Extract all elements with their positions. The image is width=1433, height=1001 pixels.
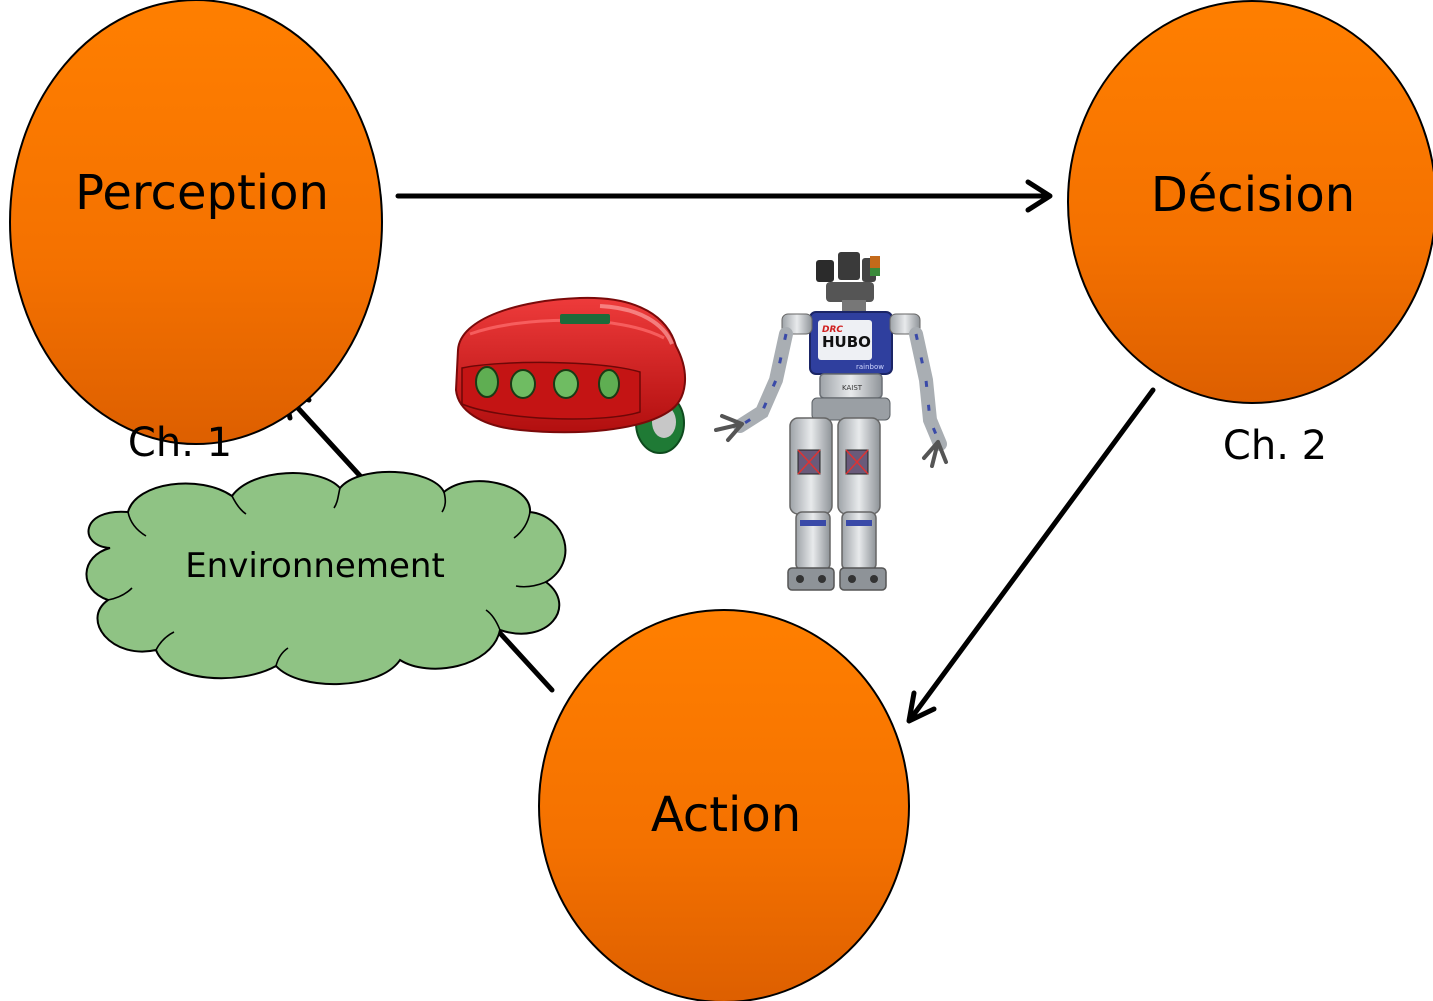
arrow-perception-to-decision xyxy=(395,179,1053,213)
chapter-label-2: Ch. 2 xyxy=(1223,423,1327,469)
node-perception: Perception xyxy=(9,0,383,445)
node-decision: Décision xyxy=(1067,0,1433,404)
red-robot-image xyxy=(454,296,687,454)
chapter-label-1: Ch. 1 xyxy=(128,420,232,466)
node-decision-label: Décision xyxy=(1151,167,1355,223)
robot-waist-label: KAIST xyxy=(842,384,863,392)
node-perception-label: Perception xyxy=(75,165,329,221)
humanoid-robot-image: DRC HUBO rainbow KAIST xyxy=(714,252,948,591)
node-action: Action xyxy=(538,609,910,1001)
arrow-decision-to-action xyxy=(906,387,1156,724)
robot-badge-sub: rainbow xyxy=(856,363,884,371)
environment-label: Environnement xyxy=(185,546,445,586)
robot-badge-main: HUBO xyxy=(822,333,871,351)
environment-cloud: Environnement xyxy=(85,471,567,686)
node-action-label: Action xyxy=(651,787,801,843)
robot-badge-top: DRC xyxy=(822,325,843,335)
